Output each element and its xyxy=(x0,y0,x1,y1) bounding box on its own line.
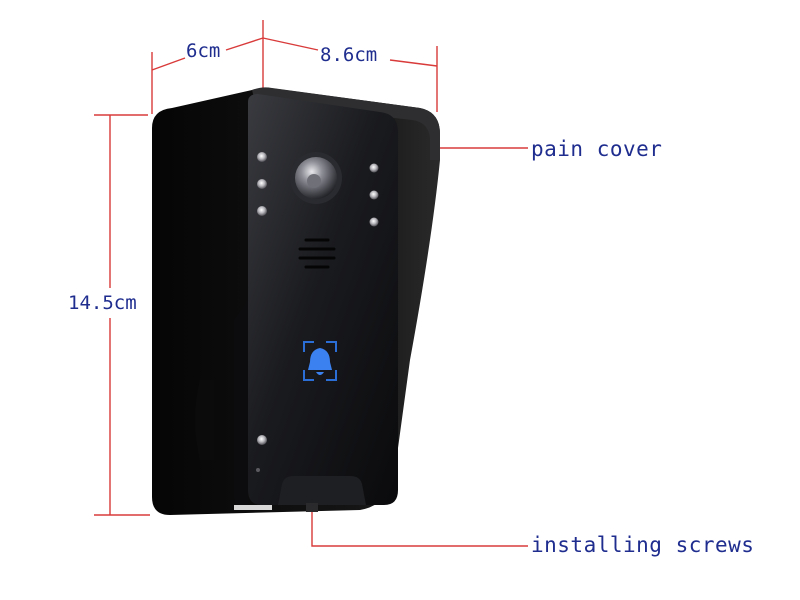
depth-dimension-label: 8.6cm xyxy=(320,44,378,66)
led-icon xyxy=(257,206,267,216)
front-panel-lower xyxy=(234,300,248,505)
speaker-grille-icon xyxy=(298,238,336,269)
front-panel xyxy=(248,94,398,505)
ir-leds xyxy=(256,152,379,472)
depth-dim-line-2 xyxy=(389,59,438,67)
height-dimension-label: 14.5cm xyxy=(68,292,137,314)
led-icon xyxy=(369,190,379,200)
screw-head-icon xyxy=(306,503,318,512)
doorbell-button xyxy=(303,341,337,381)
led-icon xyxy=(369,163,379,173)
width-dimension-label: 6cm xyxy=(186,40,221,62)
camera-lens-core xyxy=(307,174,321,188)
depth-dim-line xyxy=(262,37,319,51)
led-icon xyxy=(369,217,379,227)
side-bulge xyxy=(195,380,214,460)
bell-icon xyxy=(308,348,332,375)
width-dim-line xyxy=(151,57,186,71)
led-icon xyxy=(257,179,267,189)
rain-cover-callout: pain cover xyxy=(531,137,663,161)
width-dim-line-2 xyxy=(225,37,264,51)
screws-leader xyxy=(311,508,528,547)
mic-hole-icon xyxy=(256,468,260,472)
installing-screws-callout: installing screws xyxy=(531,533,755,557)
led-icon xyxy=(257,152,267,162)
screw-slot xyxy=(234,505,272,510)
dimension-lines xyxy=(94,20,528,547)
bottom-cap xyxy=(278,476,366,505)
led-icon xyxy=(257,435,267,445)
